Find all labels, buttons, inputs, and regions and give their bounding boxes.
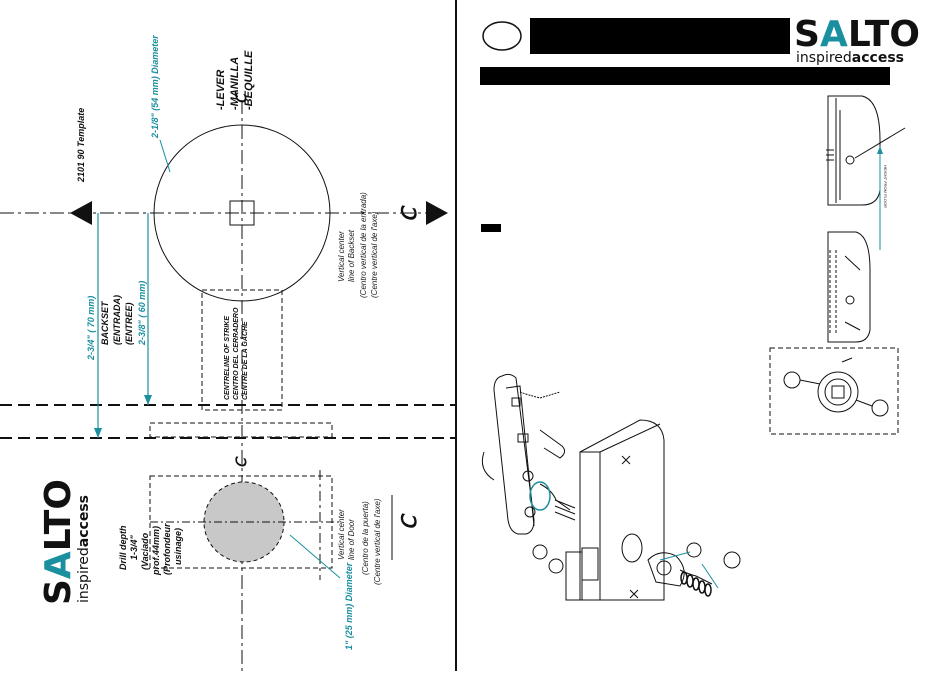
template-title: 2101 90 Template xyxy=(76,108,86,183)
leader-spring xyxy=(701,563,719,589)
arrow-right-marker xyxy=(426,201,448,225)
leader-small xyxy=(289,534,341,579)
backset-long-label: 2-3/4" ( 70 mm) xyxy=(86,296,96,361)
backset-center-label-1: Vertical center xyxy=(337,231,346,282)
door-center-label-3: (Centro de la puerta) xyxy=(361,501,370,575)
lever-label-1: -LEVER xyxy=(215,70,227,110)
backset-center-label-4: (Centre vertical de l'axe) xyxy=(370,211,379,298)
cylinder-highlight xyxy=(529,481,551,511)
lever-label-3: -BEQUILLE xyxy=(243,50,255,110)
step-number-badge xyxy=(482,21,522,51)
logo-a: A xyxy=(820,14,848,55)
subtitle-bar xyxy=(480,67,890,85)
lever-label-2: -MANILLA xyxy=(229,57,241,110)
strike-label-3: CENTRE DE LA GÂCHE xyxy=(240,321,249,400)
leader-cylinder xyxy=(659,551,691,561)
logo-lto: LTO xyxy=(848,14,920,55)
backset-label-3: (ENTREE) xyxy=(124,302,134,345)
diameter-large-label: 2-1/8" (54 mm) Diameter xyxy=(150,35,160,139)
door-center-label-1: Vertical center xyxy=(337,509,346,560)
salto-logo: SALTO inspiredaccess xyxy=(794,14,920,66)
height-arrowhead xyxy=(877,146,883,154)
drill-label-3: (Vaciado xyxy=(140,532,150,570)
diameter-small-label: 1" (25 mm) Diameter xyxy=(344,562,354,650)
door-height-sketch xyxy=(826,95,906,206)
backset-label-2: (ENTRADA) xyxy=(112,295,122,345)
drill-label-1: Drill depth xyxy=(118,525,128,570)
cl-symbol-mid: Ⅽ xyxy=(233,456,249,468)
strike-label-1: CENTRELINE OF STRIKE xyxy=(224,316,231,400)
spring-coil xyxy=(680,571,712,597)
large-bore-circle xyxy=(153,124,331,302)
cl-symbol-top: Ⅽ xyxy=(233,92,249,104)
latch-channel xyxy=(201,289,283,411)
svg-text:inspiredaccess: inspiredaccess xyxy=(796,50,904,66)
title-bar xyxy=(530,18,790,54)
strike-recess xyxy=(149,422,333,438)
cl-symbol-right: Ⅽ xyxy=(399,205,421,222)
logo-rot-tag-bold: access xyxy=(76,495,92,547)
logo-tag-light: inspired xyxy=(796,50,852,66)
svg-text:inspiredaccess: inspiredaccess xyxy=(76,495,92,603)
cl-symbol-door: Ⅽ xyxy=(399,513,421,530)
height-label: HEIGHT FROM FLOOR xyxy=(883,165,888,208)
leader-large xyxy=(159,139,171,173)
arrow-left-marker xyxy=(70,201,92,225)
dim-arrow-2 xyxy=(144,395,152,405)
exploded-lock-assembly xyxy=(481,373,741,601)
logo-tag-bold: access xyxy=(852,50,904,66)
door-center-label-2: line of Door xyxy=(347,519,356,560)
door-center-label-4: (Centre vertical de l'axe) xyxy=(373,498,382,585)
strike-label-2: CENTRO DEL CERRADERO xyxy=(233,307,240,400)
note-marker xyxy=(481,224,501,232)
drill-label-6: usinage) xyxy=(173,528,183,565)
dim-arrow-1 xyxy=(94,428,102,438)
door-edge-sketch xyxy=(827,231,871,343)
spindle-square xyxy=(229,200,255,226)
backset-center-label-3: (Centro vertical de la entrada) xyxy=(359,192,368,298)
detail-box xyxy=(769,347,899,435)
logo-s: S xyxy=(794,14,820,55)
backset-short-label: 2-3/8" ( 60 mm) xyxy=(137,281,147,346)
drill-label-5: (Profondeur xyxy=(162,523,172,575)
drill-label-4: prof.44mm) xyxy=(151,526,161,576)
cylinder-detail xyxy=(783,357,889,417)
logo-rot-lto: LTO xyxy=(38,479,79,551)
logo-rot-tag-light: inspired xyxy=(76,547,92,603)
svg-text:SALTO: SALTO xyxy=(38,479,79,605)
logo-rot-a: A xyxy=(38,551,79,579)
salto-logo-rotated: SALTO inspiredaccess xyxy=(38,479,92,605)
backset-center-label-2: line of Backset xyxy=(347,229,356,282)
drill-label-2: 1-3/4" xyxy=(129,534,139,560)
svg-text:SALTO: SALTO xyxy=(794,14,920,55)
backset-label-1: BACKSET xyxy=(100,300,110,345)
logo-rot-s: S xyxy=(38,579,79,605)
